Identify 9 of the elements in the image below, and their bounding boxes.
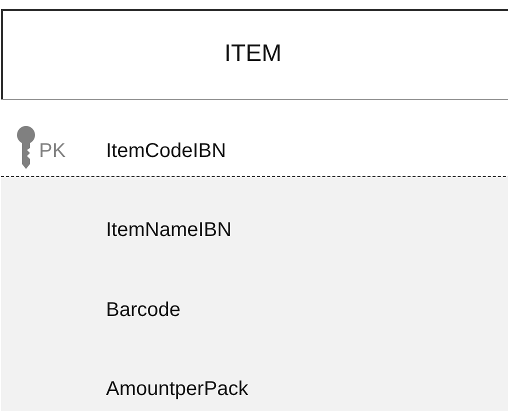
attribute-name: Barcode xyxy=(106,298,180,322)
primary-key-row xyxy=(1,99,508,176)
entity-table xyxy=(1,9,508,411)
attribute-section xyxy=(1,176,508,411)
attribute-name: ItemCodeIBN xyxy=(106,139,226,163)
attribute-name: AmountperPack xyxy=(106,377,248,401)
entity-name: ITEM xyxy=(223,40,283,68)
key-label: PK xyxy=(39,139,66,163)
attribute-name: ItemNameIBN xyxy=(106,218,232,242)
